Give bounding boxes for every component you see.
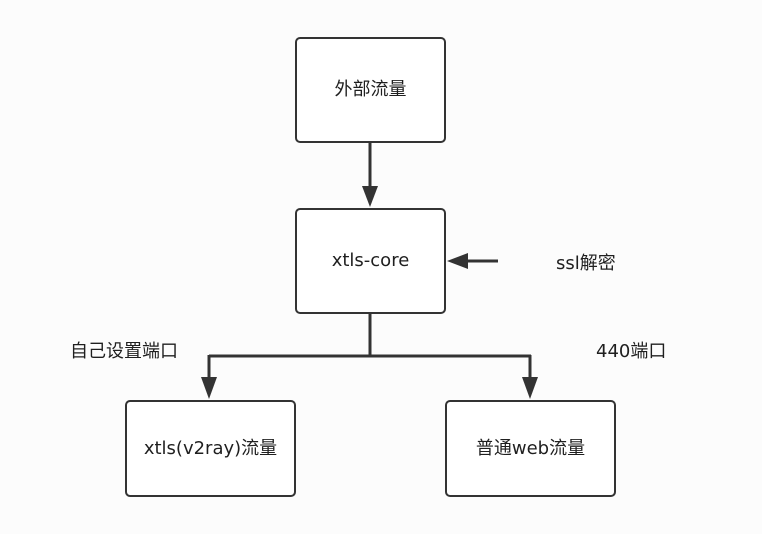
label-self-port: 自己设置端口 bbox=[70, 341, 178, 362]
node-xtls-v2ray-traffic: xtls(v2ray)流量 bbox=[125, 400, 296, 497]
node-external-traffic: 外部流量 bbox=[295, 37, 446, 143]
arrowhead-xtls-top bbox=[201, 377, 217, 399]
node-xtls-core: xtls-core bbox=[295, 208, 446, 314]
node-web-traffic-label: 普通web流量 bbox=[475, 437, 586, 459]
node-xtls-v2ray-traffic-label: xtls(v2ray)流量 bbox=[143, 437, 278, 459]
node-web-traffic: 普通web流量 bbox=[445, 400, 616, 497]
label-ssl-decrypt: ssl解密 bbox=[556, 253, 616, 274]
arrowhead-web-top bbox=[522, 377, 538, 399]
arrowhead-core-top bbox=[362, 186, 378, 207]
label-port-440: 440端口 bbox=[596, 341, 667, 362]
arrowhead-core-right bbox=[447, 253, 468, 269]
node-external-traffic-label: 外部流量 bbox=[334, 79, 407, 100]
node-xtls-core-label: xtls-core bbox=[331, 250, 410, 271]
